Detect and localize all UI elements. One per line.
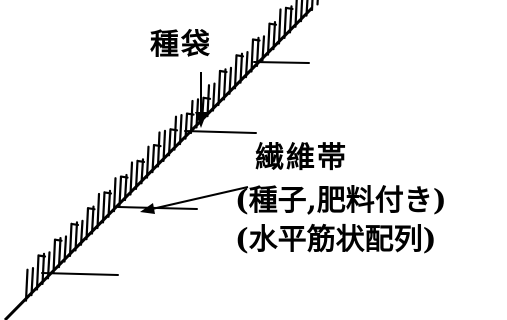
- grass-stem: [239, 52, 244, 84]
- grass-stem: [134, 159, 139, 190]
- grass-stem: [140, 158, 145, 185]
- grass-stem: [277, 8, 282, 45]
- grass-stem: [30, 267, 35, 297]
- fiber-band-strip: [253, 61, 310, 64]
- grass-stem: [184, 112, 189, 140]
- grass-stem: [123, 173, 128, 202]
- grass-stem: [189, 99, 194, 135]
- grass-stem: [294, 0, 298, 28]
- grass-stem: [288, 5, 293, 34]
- grass-stem: [305, 0, 309, 17]
- fiber-band-note-seeds-fertilizer: (種子,肥料付き): [235, 183, 447, 217]
- grass-stem: [151, 144, 156, 174]
- grass-stem: [173, 115, 178, 151]
- grass-stem: [283, 6, 288, 40]
- grass-stem: [35, 254, 40, 291]
- vegetation-hatching: [24, 0, 319, 302]
- grass-stem: [129, 161, 134, 196]
- grass-stem: [266, 22, 271, 56]
- grass-stem: [162, 129, 167, 162]
- grass-stem: [178, 113, 183, 146]
- fiber-band-note-horizontal-rows: (水平筋状配列): [235, 222, 437, 256]
- grass-stem: [112, 177, 117, 213]
- grass-stem: [101, 191, 106, 224]
- grass-stem: [96, 192, 101, 230]
- grass-stem: [272, 21, 277, 51]
- grass-stem: [206, 84, 211, 118]
- grass-stem: [79, 219, 84, 246]
- grass-stem: [222, 68, 227, 101]
- seed-bag-arrow: [195, 72, 207, 128]
- seed-bag-label: 種袋: [150, 27, 213, 61]
- grass-stem: [24, 268, 29, 302]
- grass-stem: [310, 0, 314, 12]
- grass-stem: [85, 207, 90, 241]
- fiber-band-strip: [184, 130, 257, 134]
- grass-stem: [52, 238, 57, 274]
- grass-stem: [217, 69, 222, 107]
- grass-stem: [107, 189, 112, 218]
- fiber-band-arrow: [140, 186, 249, 214]
- grass-stem: [244, 50, 249, 79]
- grass-stem: [90, 205, 95, 235]
- grass-stem: [57, 237, 62, 269]
- grass-stem: [299, 0, 304, 23]
- grass-stem: [211, 82, 216, 112]
- grass-stem: [63, 235, 68, 263]
- grass-stem: [118, 175, 123, 207]
- grass-stem: [316, 0, 319, 6]
- grass-stem: [228, 66, 233, 95]
- grass-stem: [68, 222, 73, 257]
- grass-stem: [145, 145, 150, 179]
- fiber-band-label: 繊維帯: [255, 140, 349, 174]
- grass-stem: [250, 38, 255, 73]
- grass-stem: [41, 252, 46, 285]
- grass-stem: [167, 128, 172, 157]
- grass-stem: [46, 251, 51, 280]
- grass-stem: [233, 54, 238, 90]
- grass-stem: [156, 131, 161, 168]
- grass-stem: [261, 35, 266, 62]
- fiber-band-strip: [41, 272, 119, 276]
- grass-stem: [74, 221, 79, 252]
